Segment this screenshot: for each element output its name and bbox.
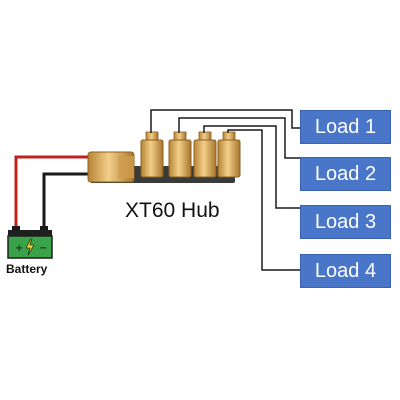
svg-text:+: + [15, 243, 23, 254]
load-1-label: Load 1 [314, 115, 377, 138]
xt60-hub-board [87, 131, 241, 183]
load-box-4: Load 4 [300, 254, 391, 288]
battery-label: Battery [6, 262, 48, 276]
svg-text:−: − [39, 243, 47, 254]
wire-load-1 [150, 109, 300, 133]
wire-load-4 [227, 129, 300, 271]
load-4-label: Load 4 [314, 259, 377, 282]
car-battery-icon: + − [7, 226, 53, 259]
output-connector-1 [140, 131, 164, 178]
output-connector-3 [193, 131, 217, 178]
wire-load-2 [178, 117, 300, 159]
output-connector-4 [217, 131, 241, 178]
load-box-3: Load 3 [300, 205, 391, 239]
wire-load-3 [203, 125, 300, 209]
hub-label: XT60 Hub [125, 199, 220, 222]
load-2-label: Load 2 [314, 162, 377, 185]
load-wires [150, 109, 300, 271]
positive-wire [14, 155, 88, 228]
load-3-label: Load 3 [314, 210, 377, 233]
load-box-1: Load 1 [300, 110, 391, 144]
output-connector-2 [168, 131, 192, 178]
battery-feed-wires [14, 155, 92, 228]
load-box-2: Load 2 [300, 157, 391, 191]
negative-wire [42, 172, 92, 228]
